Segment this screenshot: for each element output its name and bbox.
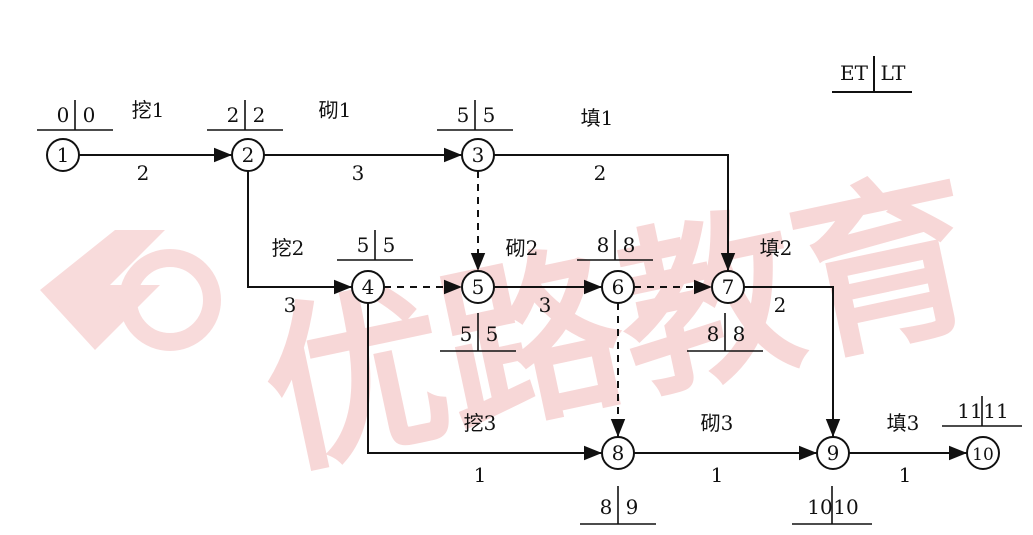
activity-duration-9-10: 1: [899, 463, 912, 487]
node-number-10: 10: [972, 445, 994, 465]
earliest-time-2: 2: [227, 103, 240, 127]
latest-time-9: 10: [833, 495, 858, 519]
node-circle-8: [601, 436, 635, 470]
activity-duration-2-4: 3: [284, 293, 297, 317]
legend-et: ET: [840, 61, 869, 85]
node-circle-4: [351, 270, 385, 304]
node-2: 2: [231, 138, 265, 172]
et-lt-legend: ET LT: [832, 56, 912, 93]
earliest-time-8: 8: [600, 495, 613, 519]
node-number-3: 3: [472, 143, 485, 167]
activity-duration-5-6: 3: [539, 293, 552, 317]
latest-time-4: 5: [383, 233, 396, 257]
node-number-6: 6: [612, 275, 625, 299]
node-circle-2: [231, 138, 265, 172]
node-3: 3: [461, 138, 495, 172]
earliest-time-3: 5: [457, 103, 470, 127]
node-circle-7: [711, 270, 745, 304]
node-number-4: 4: [362, 275, 375, 299]
earliest-time-1: 0: [57, 103, 70, 127]
node-circle-10: [966, 436, 1000, 470]
earliest-time-4: 5: [357, 233, 370, 257]
latest-time-5: 5: [486, 322, 499, 346]
edge-7-9: [744, 286, 841, 437]
activity-name-8-9: 砌3: [701, 411, 734, 435]
latest-time-2: 2: [253, 103, 266, 127]
earliest-time-5: 5: [460, 322, 473, 346]
activity-name-9-10: 填3: [887, 411, 920, 435]
latest-time-6: 8: [623, 233, 636, 257]
latest-time-7: 8: [733, 322, 746, 346]
edge-4-8: [367, 303, 602, 461]
node-number-9: 9: [827, 441, 840, 465]
activity-duration-3-7: 2: [594, 161, 607, 185]
earliest-time-10: 11: [957, 399, 982, 423]
node-number-2: 2: [242, 143, 255, 167]
node-1: 1: [46, 138, 80, 172]
node-9: 9: [816, 436, 850, 470]
node-6: 6: [601, 270, 635, 304]
node-10: 10: [966, 436, 1000, 470]
node-circle-1: [46, 138, 80, 172]
edge-labels-layer: 挖1 2 砌1 3 填1 2 挖2 3 砌2 3 填2 2 挖3 1 砌3 1 填3 1: [132, 98, 920, 487]
latest-time-1: 0: [83, 103, 96, 127]
node-number-5: 5: [472, 275, 485, 299]
node-number-1: 1: [57, 143, 70, 167]
activity-name-3-7: 填1: [581, 106, 614, 130]
earliest-time-6: 8: [597, 233, 610, 257]
earliest-time-7: 8: [707, 322, 720, 346]
legend-lt: LT: [881, 61, 907, 85]
latest-time-3: 5: [483, 103, 496, 127]
node-circle-5: [461, 270, 495, 304]
node-4: 4: [351, 270, 385, 304]
latest-time-10: 11: [983, 399, 1008, 423]
activity-duration-2-3: 3: [352, 161, 365, 185]
node-number-7: 7: [722, 275, 735, 299]
node-number-8: 8: [612, 441, 625, 465]
activity-duration-8-9: 1: [711, 463, 724, 487]
activity-name-1-2: 挖1: [132, 98, 165, 122]
edges-layer: [79, 147, 967, 461]
activity-duration-7-9: 2: [774, 293, 787, 317]
node-circle-9: [816, 436, 850, 470]
activity-name-2-4: 挖2: [272, 236, 305, 260]
node-8: 8: [601, 436, 635, 470]
earliest-time-9: 10: [807, 495, 832, 519]
node-7: 7: [711, 270, 745, 304]
activity-name-2-3: 砌1: [319, 98, 352, 122]
latest-time-8: 9: [626, 495, 639, 519]
edge-3-7: [494, 154, 736, 271]
activity-name-5-6: 砌2: [506, 236, 539, 260]
activity-name-7-9: 填2: [760, 236, 793, 260]
node-5: 5: [461, 270, 495, 304]
activity-duration-1-2: 2: [137, 161, 150, 185]
watermark-logo: [40, 230, 221, 351]
activity-name-4-8: 挖3: [464, 411, 497, 435]
node-circle-3: [461, 138, 495, 172]
edge-2-4: [247, 171, 352, 295]
node-circle-6: [601, 270, 635, 304]
activity-duration-4-8: 1: [474, 463, 487, 487]
